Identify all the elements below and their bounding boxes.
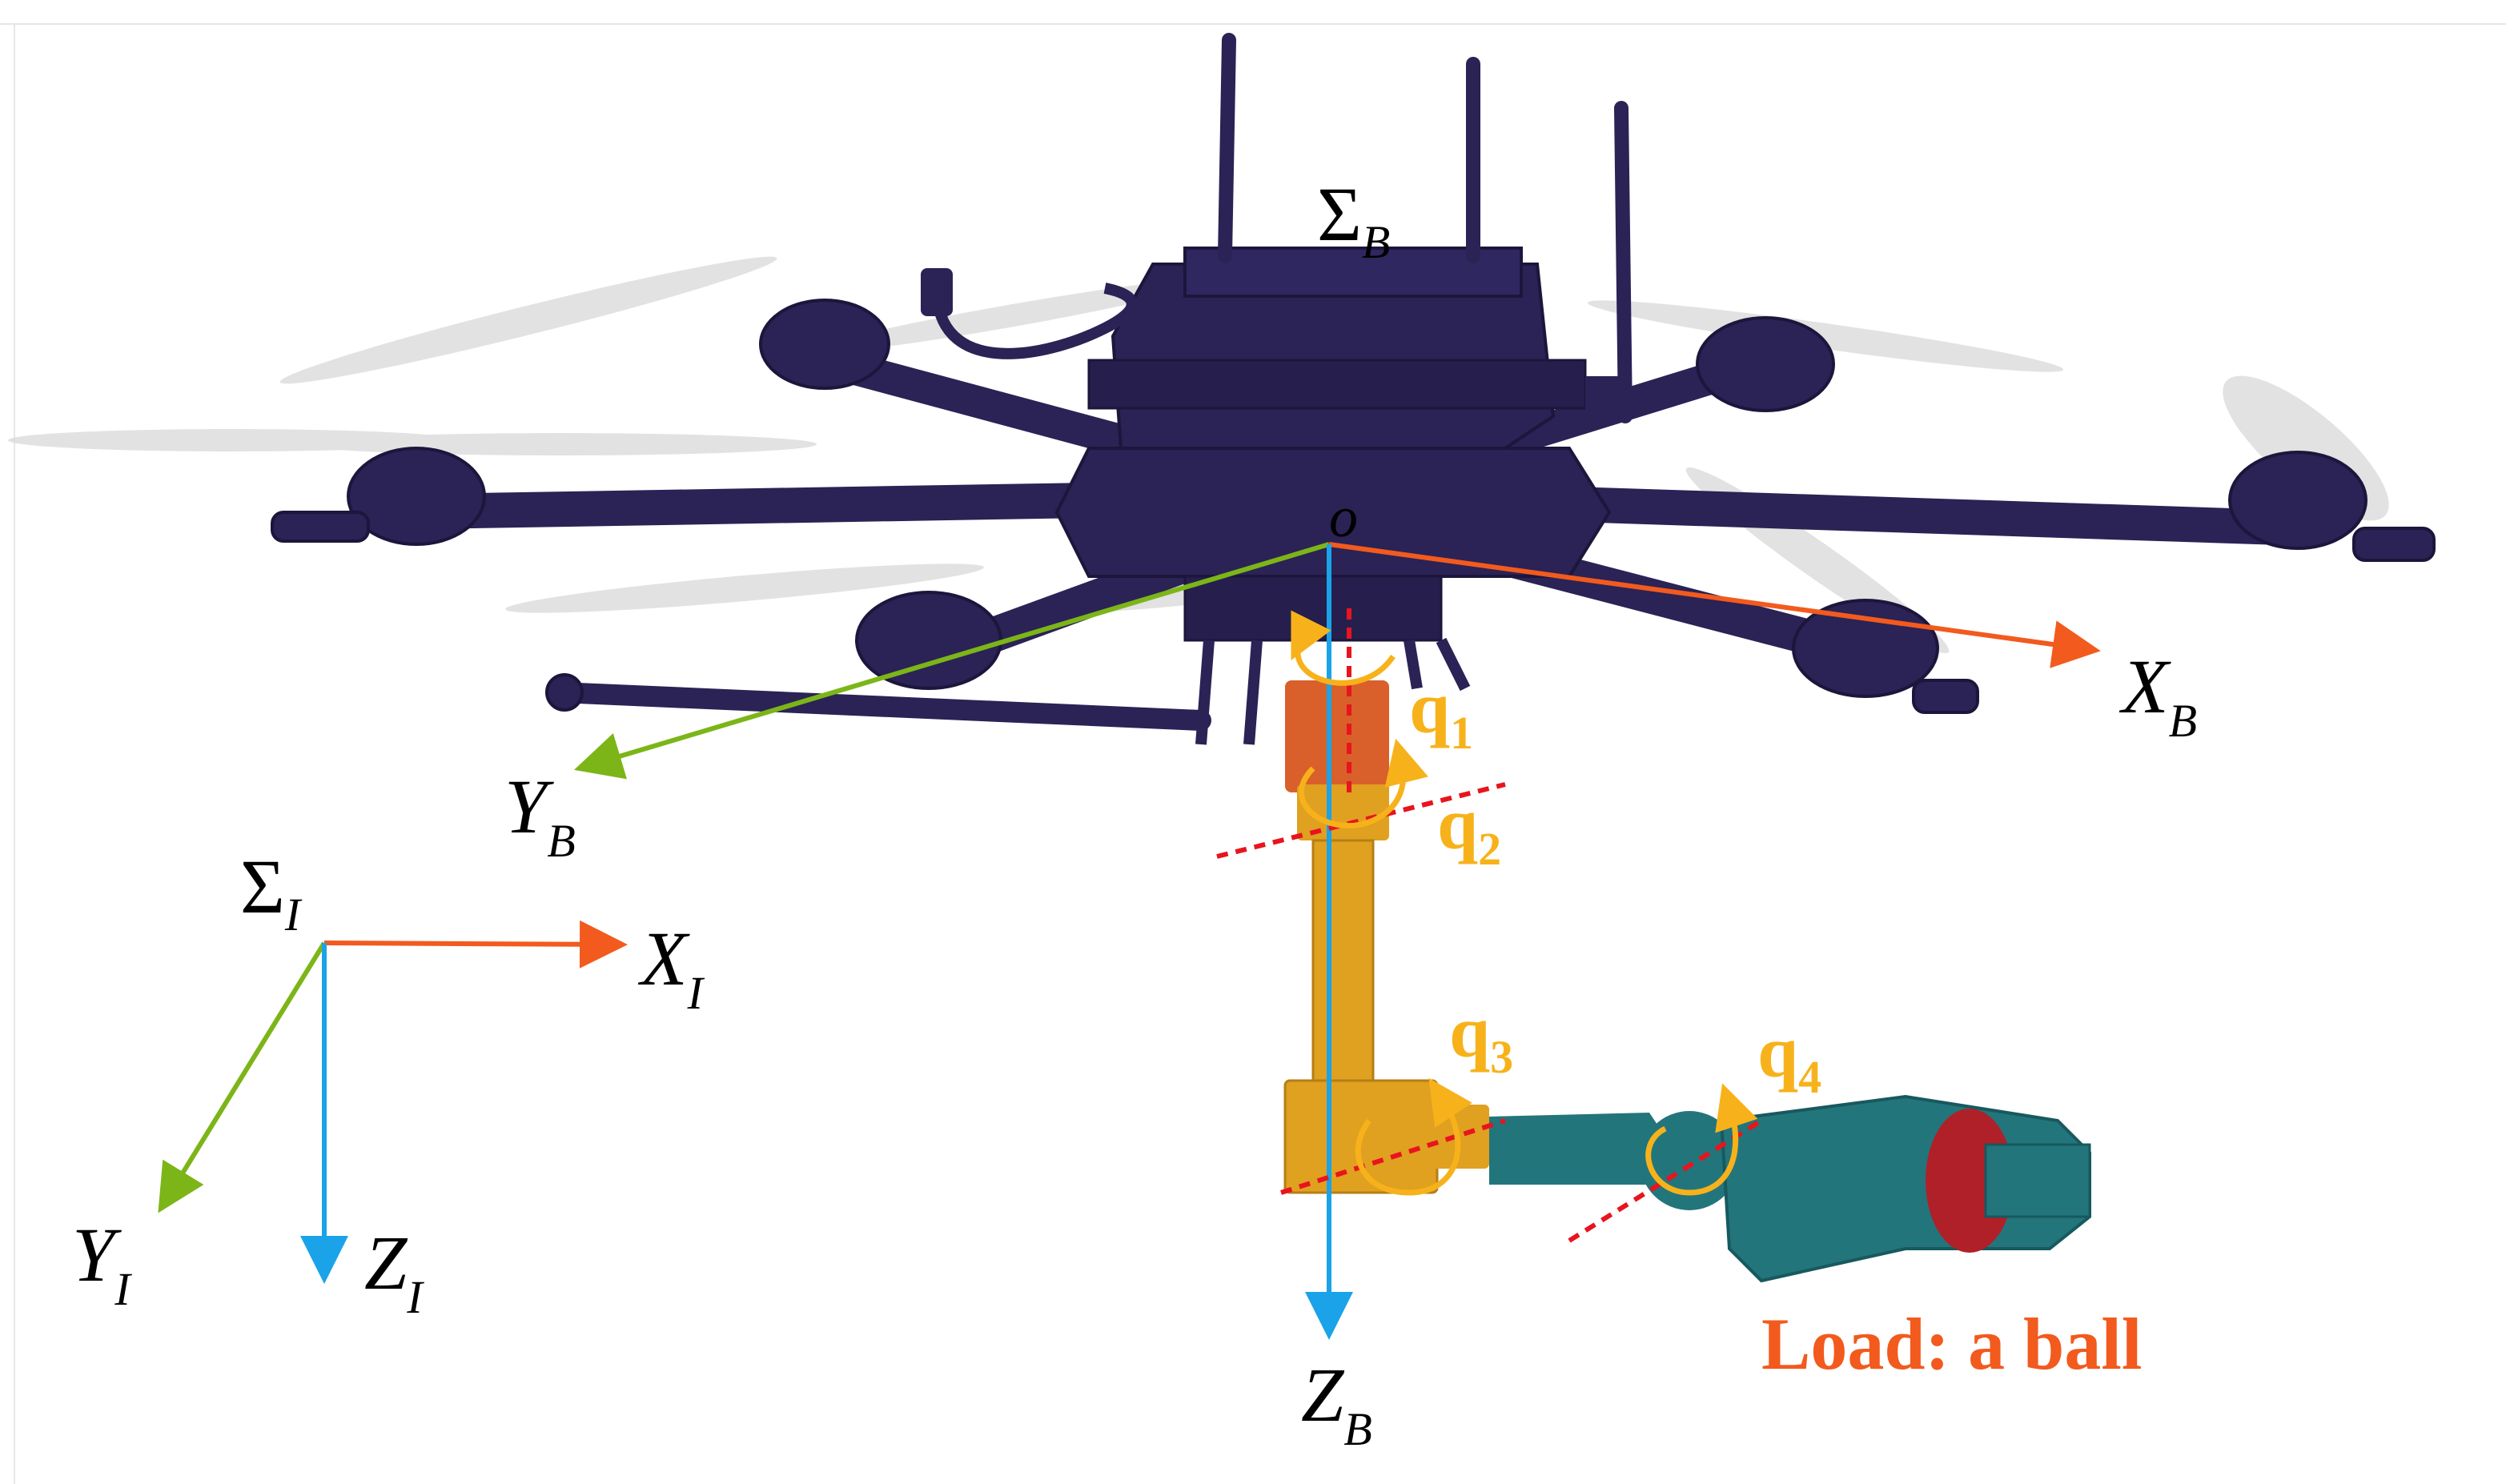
joint-4-rotation-icon (1645, 1083, 1758, 1196)
joint-1-rotation-icon (1291, 610, 1396, 686)
body-x-axis (1328, 542, 2101, 668)
drone-body (921, 33, 1633, 745)
inertial-x-label: XI (637, 916, 705, 1019)
joint-3-label: q3 (1449, 991, 1513, 1083)
body-x-label: XB (2118, 644, 2197, 747)
body-sigma-symbol: Σ (1317, 171, 1362, 257)
body-z-symbol: Z (1301, 1352, 1345, 1438)
joint-3-symbol: q (1449, 991, 1490, 1073)
joint-rotation-markers (1291, 610, 1758, 1196)
joint-3-index: 3 (1490, 1031, 1513, 1083)
manipulator-arm (1283, 680, 2091, 1283)
inertial-z-subscript: I (406, 1271, 424, 1323)
joint-4-label: q4 (1757, 1011, 1821, 1103)
body-y-symbol: Y (504, 764, 554, 849)
joint-4-index: 4 (1798, 1051, 1821, 1103)
joint-1-symbol: q (1409, 667, 1450, 748)
joint-2-axis (1216, 782, 1506, 859)
body-frame-sigma-label: ΣB (1317, 171, 1390, 268)
load-label: Load: a ball (1761, 1303, 2142, 1385)
joint-2-rotation-icon (1299, 738, 1428, 828)
body-frame-axes (574, 542, 2101, 1340)
inertial-frame-sigma-label: ΣI (240, 844, 303, 941)
drone-motors (271, 299, 2436, 714)
inertial-x-axis (323, 920, 628, 969)
joint-2-label: q2 (1437, 783, 1501, 875)
joint-3-axis (1280, 1118, 1506, 1195)
body-x-subscript: B (2169, 695, 2197, 747)
body-sigma-subscript: B (1362, 216, 1390, 268)
body-y-label: YB (504, 764, 576, 867)
body-y-axis (574, 542, 1330, 780)
joint-4-symbol: q (1757, 1011, 1798, 1093)
inertial-x-subscript: I (687, 967, 705, 1019)
inertial-z-label: ZI (364, 1220, 424, 1323)
hexacopter-illustration (8, 33, 2436, 1283)
inertial-sigma-symbol: Σ (240, 844, 285, 929)
joint-1-label: q1 (1409, 667, 1473, 759)
body-y-subscript: B (547, 815, 575, 867)
body-origin-label: o (1329, 485, 1358, 549)
inertial-y-label: YI (72, 1212, 132, 1315)
inertial-x-symbol: X (637, 916, 690, 1001)
joint-2-index: 2 (1478, 823, 1501, 875)
joint-3-rotation-icon (1355, 1077, 1472, 1196)
inertial-z-symbol: Z (364, 1220, 408, 1306)
body-z-label: ZB (1301, 1352, 1372, 1455)
body-z-subscript: B (1343, 1403, 1371, 1455)
inertial-y-axis (158, 941, 327, 1213)
joint-axes (1216, 608, 1763, 1243)
joint-1-index: 1 (1450, 707, 1473, 759)
inertial-y-subscript: I (114, 1263, 132, 1315)
joint-2-symbol: q (1437, 783, 1478, 864)
inertial-y-symbol: Y (72, 1212, 122, 1297)
inertial-frame-axes (158, 920, 628, 1284)
body-x-symbol: X (2118, 644, 2171, 729)
inertial-sigma-subscript: I (284, 888, 303, 941)
